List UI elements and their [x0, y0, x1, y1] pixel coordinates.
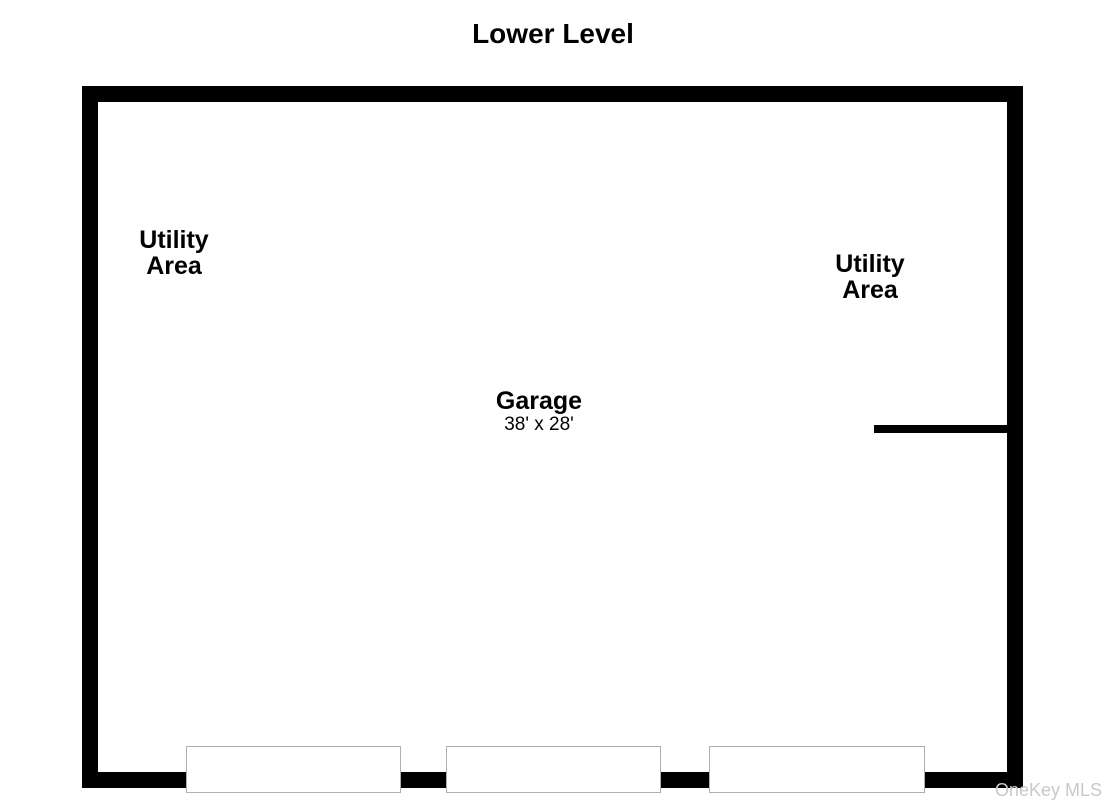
watermark: OneKey MLS — [994, 780, 1102, 800]
room-label-line: Area — [146, 252, 202, 280]
room-label-line: Utility — [835, 250, 905, 278]
interior-wall — [874, 425, 1008, 433]
room-name: Garage — [495, 387, 583, 415]
room-label-utility-area-left: Utility Area — [84, 227, 264, 279]
room-dimensions: 38' x 28' — [504, 414, 574, 435]
room-label-line: Utility — [139, 226, 209, 254]
garage-door-opening — [709, 746, 925, 793]
page-title: Lower Level — [472, 18, 634, 49]
floor-plan-outer-walls — [82, 86, 1023, 788]
garage-door-opening — [446, 746, 661, 793]
room-label-line: Area — [842, 276, 898, 304]
garage-door-opening — [186, 746, 401, 793]
room-label-utility-area-right: Utility Area — [780, 251, 960, 303]
room-label-garage: Garage 38' x 28' — [449, 388, 629, 435]
